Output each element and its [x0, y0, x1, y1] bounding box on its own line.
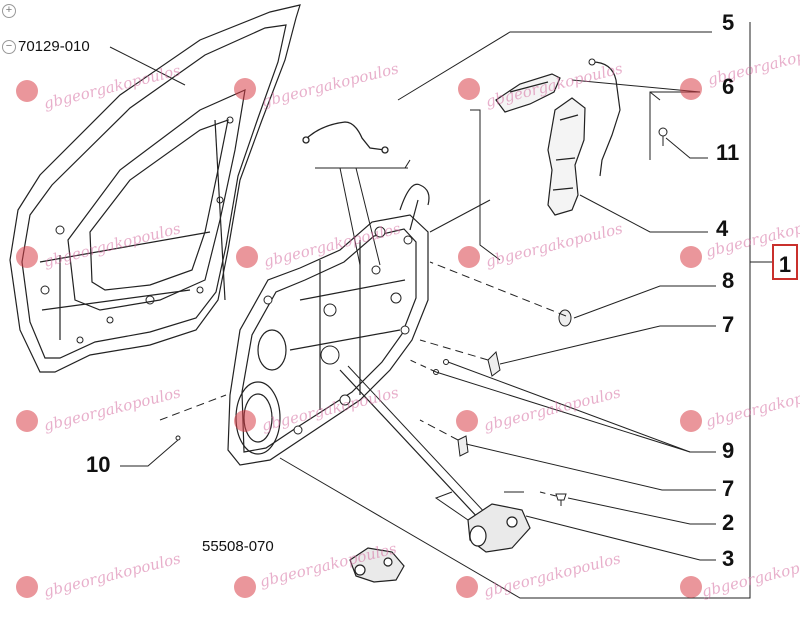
pin-10: [175, 435, 181, 441]
outer-handle: [495, 73, 561, 113]
callout-8: 8: [722, 268, 735, 293]
part-number-motor[interactable]: 55508-070: [202, 538, 274, 555]
lock-rod: [302, 121, 389, 154]
clip-7-lower: [457, 435, 469, 457]
callout-11: 11: [716, 140, 740, 165]
callout-6: 6: [722, 74, 735, 99]
callout-1-assembly: 1: [772, 244, 798, 280]
callout-9: 9: [722, 438, 735, 463]
pins-9: [433, 359, 449, 375]
callout-3: 3: [722, 546, 735, 571]
screw-11: [658, 127, 668, 146]
part-number-door-shell[interactable]: 70129-010: [18, 38, 90, 55]
spare-motor: [349, 547, 405, 583]
leader-lines: [120, 22, 772, 599]
clip-7-upper: [487, 351, 501, 377]
door-lock: [547, 97, 586, 216]
callout-4: 4: [716, 216, 729, 241]
callout-5: 5: [722, 10, 735, 35]
grommet-8: [558, 309, 572, 327]
door-shell-holes: [40, 116, 234, 344]
regulator-panel: [227, 214, 429, 466]
zoom-out-button[interactable]: −: [2, 40, 16, 54]
callout-7-upper: 7: [722, 312, 735, 337]
zoom-in-button[interactable]: +: [2, 4, 16, 18]
screw-2: [555, 493, 567, 506]
callout-7-lower: 7: [722, 476, 735, 501]
callout-10: 10: [86, 452, 111, 477]
regulator-motor: [467, 503, 531, 553]
callout-2: 2: [722, 510, 735, 535]
door-shell: [9, 4, 301, 373]
regulator-panel-bolts: [263, 226, 413, 435]
callout-1: 1: [778, 252, 792, 277]
